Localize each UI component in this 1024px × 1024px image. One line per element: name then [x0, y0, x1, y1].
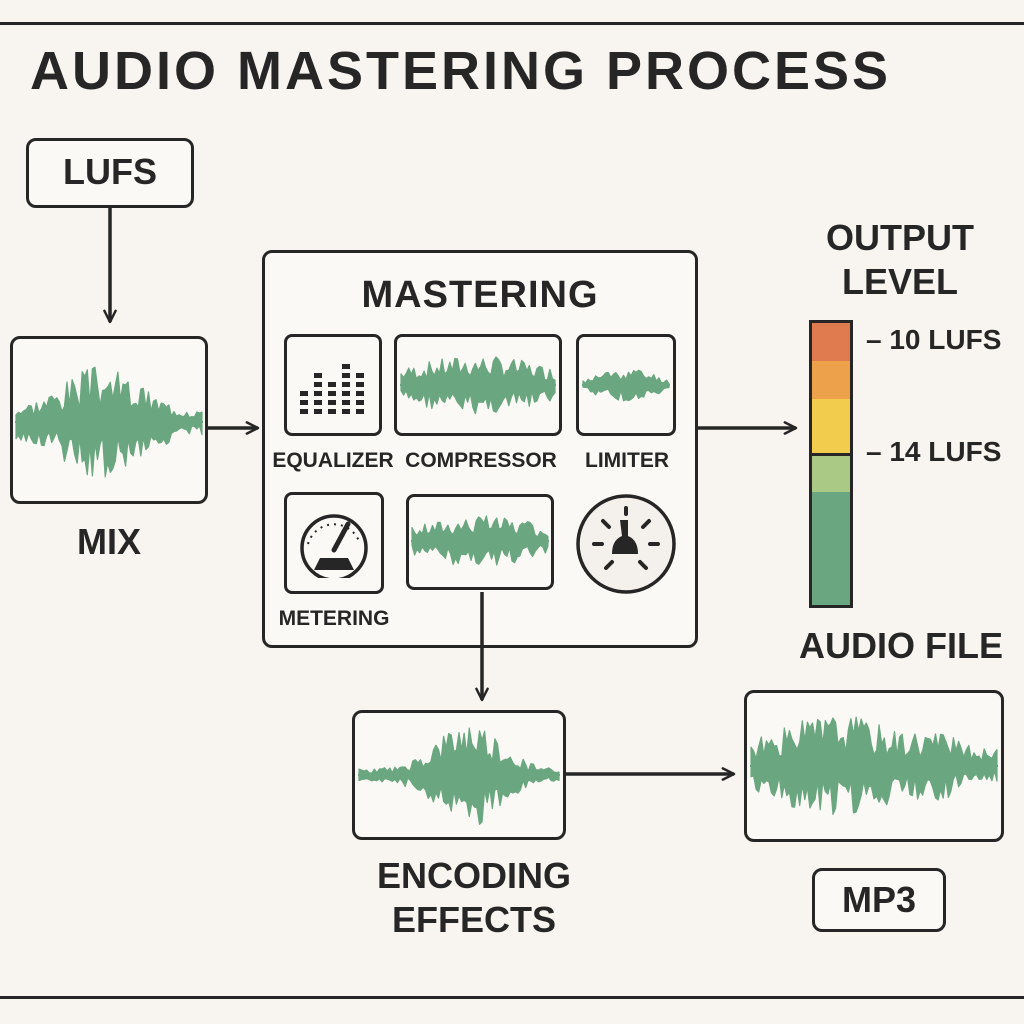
- mix-label: MIX: [76, 521, 141, 562]
- compressor-label: COMPRESSOR: [405, 449, 557, 472]
- equalizer-bar-segment: [356, 382, 364, 387]
- equalizer-bar-segment: [300, 400, 308, 405]
- output-level-title-line1: OUTPUT: [826, 217, 974, 258]
- knob-icon: [576, 494, 676, 594]
- equalizer-bar-segment: [300, 409, 308, 414]
- limiter-waveform-icon: [582, 369, 670, 402]
- equalizer-bars-icon: [300, 364, 364, 414]
- encoding-label-line2: EFFECTS: [391, 899, 556, 940]
- limiter-label: LIMITER: [585, 449, 669, 472]
- audio-file-label: AUDIO FILE: [799, 625, 1003, 666]
- equalizer-bar-segment: [328, 382, 336, 387]
- meter-segment-green: [812, 492, 850, 605]
- waveform-shape: [358, 727, 560, 825]
- meter-segment-red: [812, 323, 850, 361]
- lufs-label: LUFS: [63, 151, 157, 192]
- equalizer-bar-segment: [342, 400, 350, 405]
- bottom-rule: [0, 996, 1024, 999]
- equalizer-bar-segment: [300, 391, 308, 396]
- equalizer-bar-segment: [328, 391, 336, 396]
- mp3-label: MP3: [841, 879, 917, 920]
- meter-segment-light-green: [812, 456, 850, 492]
- equalizer-bar-segment: [356, 409, 364, 414]
- equalizer-bar-segment: [342, 409, 350, 414]
- gauge-icon: [300, 514, 368, 578]
- metering-label: METERING: [278, 607, 390, 630]
- output-level-meter: [809, 320, 853, 608]
- equalizer-bar-segment: [342, 373, 350, 378]
- meter-segment-yellow: [812, 399, 850, 456]
- top-rule: [0, 22, 1024, 25]
- marker-14-lufs: – 14 LUFS: [866, 436, 1002, 467]
- output-level-title-line2: LEVEL: [841, 261, 958, 302]
- effects-waveform-icon: [411, 515, 549, 566]
- marker-10-lufs: – 10 LUFS: [866, 324, 1002, 355]
- audio-file-waveform-icon: [750, 716, 998, 816]
- encoding-label-line1: ENCODING: [376, 855, 571, 896]
- equalizer-bar-segment: [314, 400, 322, 405]
- equalizer-bar-segment: [342, 391, 350, 396]
- equalizer-bar-segment: [314, 382, 322, 387]
- equalizer-bar-segment: [356, 400, 364, 405]
- mp3-box: [812, 868, 946, 932]
- equalizer-bar-segment: [314, 409, 322, 414]
- equalizer-bar-segment: [314, 391, 322, 396]
- equalizer-bar-segment: [328, 400, 336, 405]
- compressor-waveform-icon: [400, 356, 556, 415]
- equalizer-bar-segment: [328, 409, 336, 414]
- page-title: AUDIO MASTERING PROCESS: [30, 41, 892, 101]
- lufs-box: [26, 138, 194, 208]
- mastering-title: MASTERING: [361, 274, 599, 316]
- equalizer-label: EQUALIZER: [272, 449, 394, 472]
- equalizer-bar-segment: [342, 382, 350, 387]
- equalizer-bar-segment: [356, 391, 364, 396]
- equalizer-bar-segment: [356, 373, 364, 378]
- equalizer-bar-segment: [314, 373, 322, 378]
- mix-waveform-icon: [15, 366, 203, 478]
- equalizer-bar-segment: [342, 364, 350, 369]
- encoding-waveform-icon: [358, 727, 560, 825]
- meter-segment-orange: [812, 361, 850, 399]
